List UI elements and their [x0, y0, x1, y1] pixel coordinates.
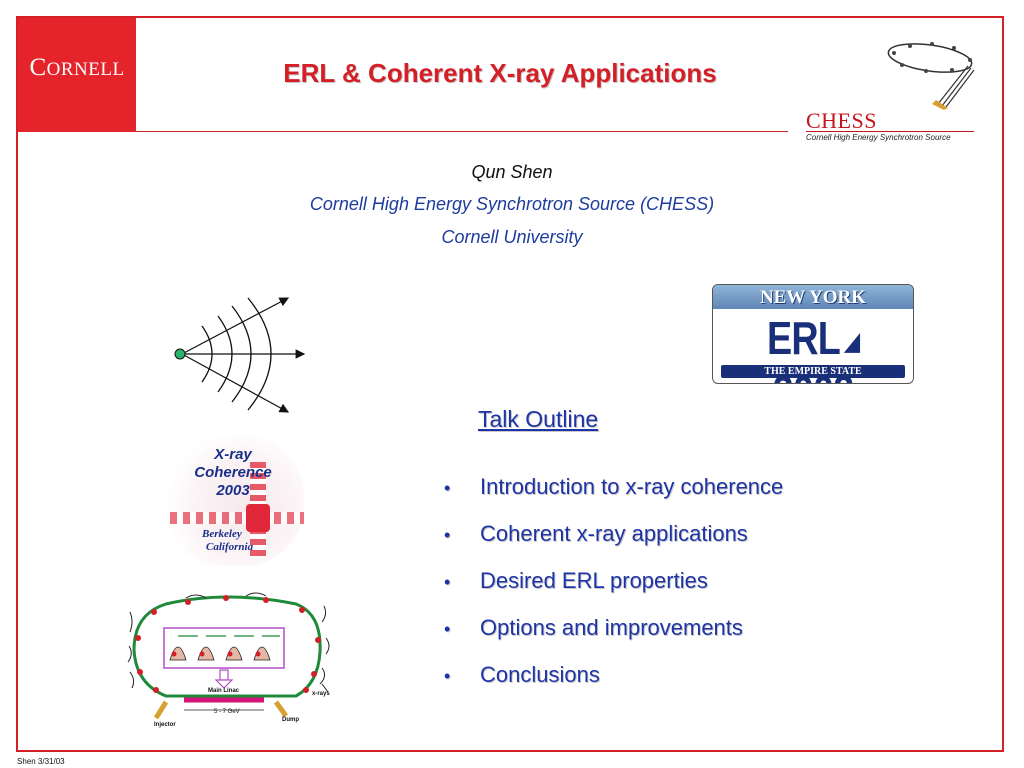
license-plate-footer: THE EMPIRE STATE [764, 366, 862, 377]
outline-list: •Introduction to x-ray coherence •Cohere… [444, 474, 783, 709]
logo-line-5: California [206, 541, 254, 553]
bullet-icon: • [444, 572, 451, 592]
logo-line-2: Coherence [194, 464, 272, 481]
xrays-label: x-rays [312, 691, 330, 697]
slide-footer: Shen 3/31/03 [17, 757, 65, 766]
license-plate-header [713, 285, 913, 309]
xray-coherence-2003-logo: X-ray Coherence 2003 Berkeley California [162, 436, 304, 566]
cornell-logo-text: CORNELL [29, 54, 125, 81]
cornell-logo: CORNELL [18, 18, 136, 132]
author-affiliation-2: Cornell University [441, 227, 583, 247]
author-name: Qun Shen [471, 162, 553, 182]
logo-cross-center [246, 504, 270, 532]
storage-ring-icon [887, 42, 975, 110]
license-plate-state: NEW YORK [759, 287, 867, 308]
dump-label: Dump [282, 717, 299, 723]
energy-label: 5 - 7 GeV [214, 709, 240, 715]
outline-title: Talk Outline [478, 406, 599, 432]
header-divider [136, 131, 788, 132]
author-affiliation-1: Cornell High Energy Synchrotron Source (… [309, 194, 715, 214]
logo-cross-horizontal [170, 512, 304, 524]
bullet-icon: • [444, 666, 451, 686]
injector-label: Injector [154, 722, 176, 728]
outline-item: •Introduction to x-ray coherence [444, 474, 784, 499]
outline-item: •Options and improvements [444, 615, 743, 640]
outline-item: •Desired ERL properties [444, 568, 708, 593]
slide-title: ERL & Coherent X-ray Applications [283, 58, 717, 88]
bullet-icon: • [444, 619, 451, 639]
outline-item: •Coherent x-ray applications [444, 521, 748, 546]
erl-schematic-diagram [127, 592, 330, 720]
bullet-icon: • [444, 478, 451, 498]
license-plate-image: NEW YORK ERL ◢ 2008 THE EMPIRE STATE [712, 284, 914, 384]
logo-line-3: 2003 [216, 482, 250, 499]
logo-line-1: X-ray [214, 446, 252, 463]
chess-logo-name: CHESS [806, 108, 877, 133]
main-linac-label: Main Linac [208, 688, 240, 694]
license-plate-footer-bar [721, 365, 905, 378]
outline-item: •Conclusions [444, 662, 600, 687]
bullet-icon: • [444, 525, 451, 545]
chess-divider [806, 131, 974, 132]
slide-frame [16, 16, 1004, 752]
coherent-wavefront-diagram [174, 297, 306, 413]
logo-line-4: Berkeley [202, 528, 242, 540]
chess-logo-subtitle: Cornell High Energy Synchrotron Source [806, 133, 951, 142]
